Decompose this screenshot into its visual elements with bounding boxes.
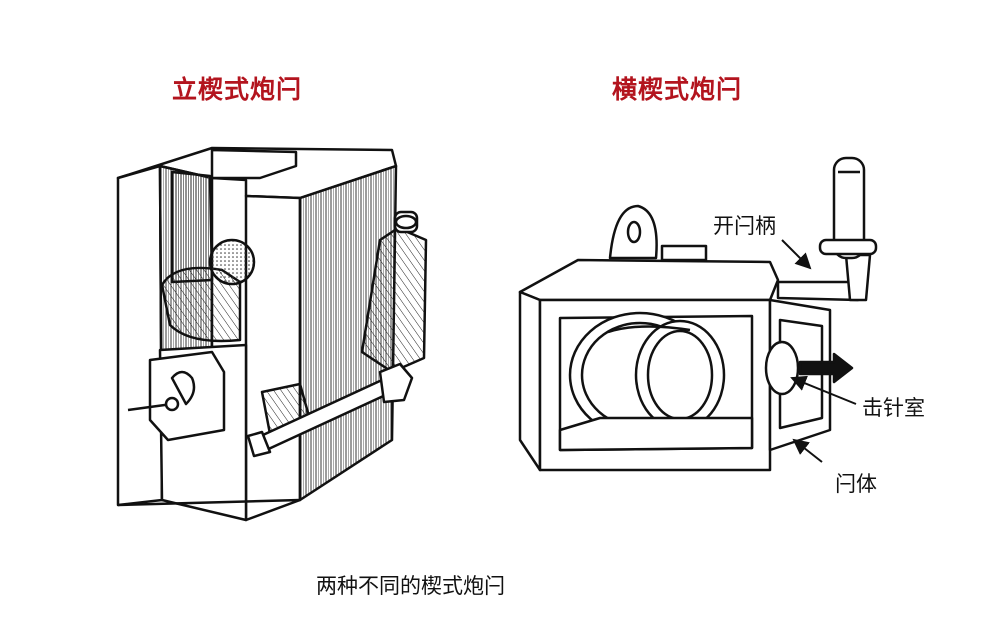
label-opening-handle: 开闩柄 (713, 214, 776, 238)
leader-handle (781, 239, 812, 270)
figure-caption: 两种不同的楔式炮闩 (316, 574, 505, 598)
label-breech-body: 闩体 (835, 472, 877, 496)
leader-firing-chamber (790, 375, 857, 405)
title-vertical-wedge: 立楔式炮闩 (172, 75, 303, 104)
vertical-wedge-breech (116, 146, 428, 522)
horizontal-wedge-breech (518, 156, 878, 472)
leader-lines (781, 239, 857, 463)
leader-breech-body (792, 438, 823, 463)
label-firing-chamber: 击针室 (862, 396, 925, 420)
title-horizontal-wedge: 横楔式炮闩 (612, 75, 743, 104)
